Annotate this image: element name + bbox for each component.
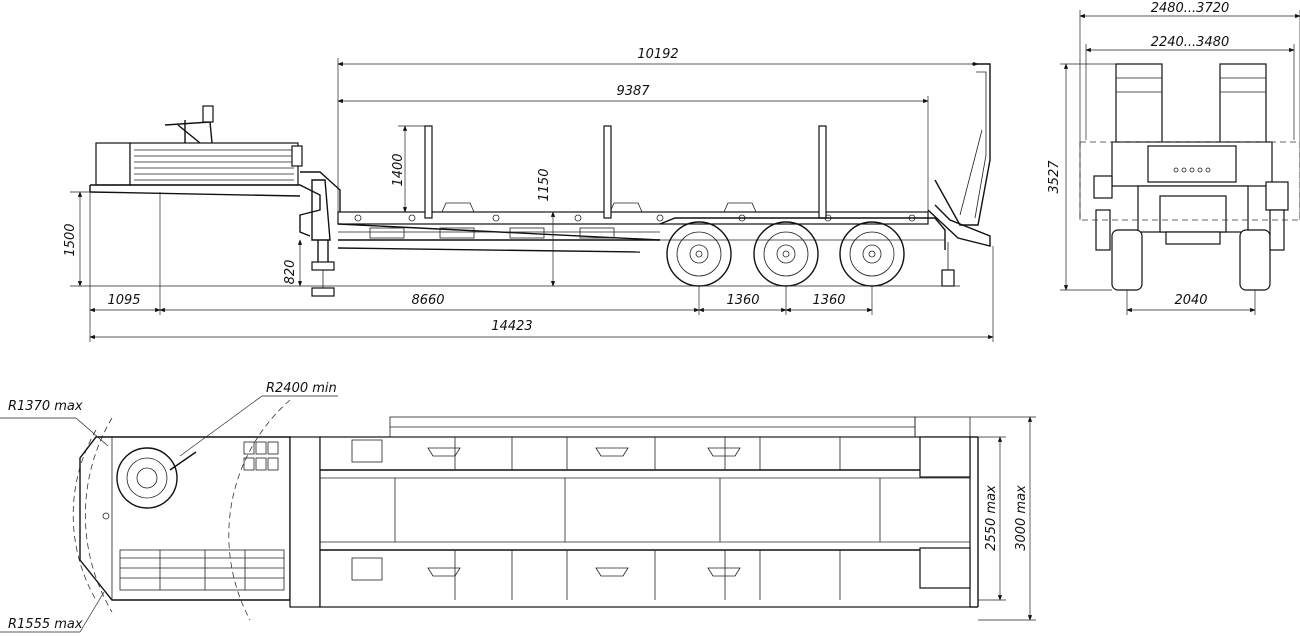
- wheel-1: [666, 221, 732, 287]
- dim-wheelbase: 8660: [411, 293, 444, 308]
- dim-leg-height: 820: [283, 260, 298, 285]
- rear-view: 2480...3720 2240...3480 3527 2040: [1047, 1, 1300, 315]
- dim-width-2: 3000 max: [1014, 485, 1029, 551]
- dim-ramp-width: 2240...3480: [1151, 35, 1230, 50]
- dim-max-width: 2480...3720: [1151, 1, 1230, 16]
- dim-track: 2040: [1174, 293, 1207, 308]
- dim-overall-length: 14423: [491, 319, 532, 334]
- dim-radius-2: R2400 min: [266, 381, 337, 396]
- dim-main-deck: 9387: [616, 84, 650, 99]
- side-view: 10192 9387 1400 1150 1500 820 1095 8660 …: [63, 47, 994, 342]
- wheel-2: [753, 221, 819, 287]
- dim-overall-deck: 10192: [637, 47, 678, 62]
- dim-gooseneck-height: 1500: [63, 223, 78, 256]
- wheel-3: [839, 221, 905, 287]
- dim-axle-spacing-2: 1360: [812, 293, 845, 308]
- dim-overall-height: 3527: [1047, 160, 1062, 194]
- dim-platform-height: 1150: [537, 168, 552, 201]
- dim-radius-3: R1555 max: [8, 617, 83, 632]
- dim-radius-1: R1370 max: [8, 399, 83, 414]
- dim-axle-spacing-1: 1360: [726, 293, 759, 308]
- dim-front-overhang: 1095: [107, 293, 140, 308]
- dim-stake-height: 1400: [391, 153, 406, 186]
- top-view: R1370 max R2400 min R1555 max 2550 max 3…: [0, 381, 1036, 633]
- dim-width-1: 2550 max: [984, 485, 999, 551]
